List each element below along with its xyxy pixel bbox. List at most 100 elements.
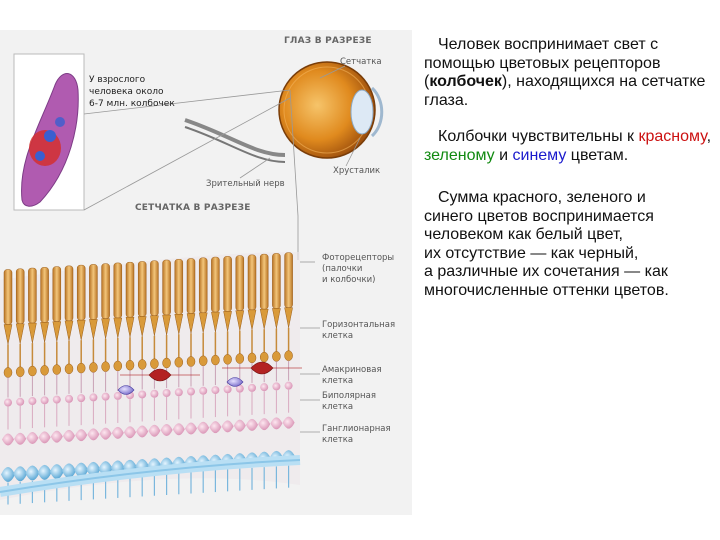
word-blue: синему xyxy=(512,146,567,164)
text-panel: Человек воспринимает свет с помощью цвет… xyxy=(424,36,716,318)
rod-outer-segment xyxy=(113,262,123,319)
bipolar-cell xyxy=(260,383,269,392)
bipolar-body xyxy=(246,418,258,431)
ganglion-cell xyxy=(74,462,89,478)
rod-nucleus xyxy=(40,365,49,376)
rod-taper xyxy=(101,318,110,339)
bipolar-body xyxy=(282,416,295,429)
paragraph-sensitivity: Колбочки чувствительны к красному, зелен… xyxy=(424,128,716,165)
label-horizontal-cell: Горизонтальная клетка xyxy=(322,320,396,341)
bipolar-body xyxy=(99,427,112,440)
label-photoreceptors: Фоторецепторы (палочки и колбочки) xyxy=(322,253,395,285)
bipolar-body xyxy=(197,421,210,434)
bipolar-cell xyxy=(40,396,49,405)
eye-heading: ГЛАЗ В РАЗРЕЗЕ xyxy=(284,36,372,46)
rod-taper xyxy=(3,324,13,345)
inset-note: У взрослого человека около 6-7 млн. колб… xyxy=(89,75,175,109)
bipolar-cell xyxy=(16,397,25,406)
ganglion-cell xyxy=(13,466,28,482)
rod-nucleus xyxy=(198,355,208,367)
p2-text-a: Колбочки чувствительны к xyxy=(438,128,639,145)
ganglion-cell xyxy=(49,464,64,480)
ganglion-cell xyxy=(1,467,15,483)
amacrine-cell xyxy=(226,377,244,387)
bipolar-cell xyxy=(162,389,171,398)
bipolar-body xyxy=(221,420,234,433)
p1-bold-cones: колбочек xyxy=(429,73,502,90)
rod-taper xyxy=(198,312,208,333)
bipolar-body xyxy=(148,424,161,437)
bipolar-body xyxy=(136,425,149,438)
bipolar-cell xyxy=(199,386,208,395)
bipolar-cell xyxy=(52,395,61,404)
rod-taper xyxy=(89,319,98,340)
bipolar-cell xyxy=(174,388,183,397)
rod-taper xyxy=(162,314,171,336)
p3-line-4: их отсутствие — как черный, xyxy=(424,244,639,262)
bipolar-cell xyxy=(4,398,12,407)
bipolar-body xyxy=(26,432,39,445)
leader-lines xyxy=(83,65,361,433)
paragraph-receptors: Человек воспринимает свет с помощью цвет… xyxy=(424,36,716,110)
rod-outer-segment xyxy=(64,265,74,322)
p1-text-b: ), находящихся на сетчатке глаза. xyxy=(424,73,706,109)
rod-outer-segment xyxy=(28,267,37,324)
bipolar-body xyxy=(111,426,124,439)
rod-outer-segment xyxy=(247,254,257,311)
label-lens: Хрусталик xyxy=(333,166,381,176)
p2-and: и xyxy=(494,146,513,164)
rod-taper xyxy=(247,309,257,330)
rod-nucleus xyxy=(137,359,147,370)
bipolar-cell xyxy=(223,385,232,394)
retina-figure: ГЛАЗ В РАЗРЕЗЕ СЕТЧАТКА В РАЗРЕЗЕ У взро… xyxy=(0,30,412,515)
nerve-fiber-line xyxy=(0,459,301,493)
p1-text-a: Человек воспринимает свет с помощью цвет… xyxy=(424,36,661,90)
rod-nucleus xyxy=(125,359,135,371)
label-retina: Сетчатка xyxy=(340,57,382,67)
rod-taper xyxy=(211,311,220,333)
bipolar-body xyxy=(209,421,222,434)
rod-outer-segment xyxy=(89,264,98,320)
rod-outer-segment xyxy=(174,259,184,315)
bipolar-cell xyxy=(89,393,98,402)
rod-nucleus xyxy=(174,357,184,368)
retina-layers xyxy=(0,252,302,505)
rod-taper xyxy=(259,308,269,330)
rod-nucleus xyxy=(15,366,25,378)
label-optic-nerve: Зрительный нерв xyxy=(206,179,285,189)
bipolar-cell xyxy=(284,381,293,390)
bipolar-cell xyxy=(65,394,73,403)
bipolar-cell xyxy=(77,394,86,403)
rod-nucleus xyxy=(101,361,110,372)
bipolar-body xyxy=(172,423,185,436)
rod-nucleus xyxy=(162,357,171,369)
rod-outer-segment xyxy=(101,263,110,319)
eye-cross-section xyxy=(184,61,384,163)
rod-outer-segment xyxy=(52,266,62,322)
rod-nucleus xyxy=(284,350,293,361)
bipolar-cell xyxy=(138,390,147,399)
rod-outer-segment xyxy=(272,253,281,309)
p3-line-6: многочисленные оттенки цветов. xyxy=(424,281,669,299)
word-red: красному xyxy=(638,128,707,145)
rod-taper xyxy=(52,321,62,342)
rod-taper xyxy=(186,313,196,334)
rod-outer-segment xyxy=(198,257,208,314)
rod-nucleus xyxy=(150,358,159,369)
cone-cell-inset xyxy=(13,53,85,211)
rod-nucleus xyxy=(3,367,13,378)
rod-nucleus xyxy=(52,364,62,375)
rod-nucleus xyxy=(113,360,123,372)
rod-taper xyxy=(15,323,25,344)
rod-outer-segment xyxy=(223,256,232,312)
rod-nucleus xyxy=(259,351,269,363)
label-ganglion-cell: Ганглионарная клетка xyxy=(322,424,391,445)
rod-outer-segment xyxy=(137,261,147,317)
bipolar-cell xyxy=(150,389,159,398)
bipolar-cell xyxy=(248,383,256,392)
bipolar-cell xyxy=(187,387,195,396)
rod-nucleus xyxy=(76,362,86,374)
rod-taper xyxy=(76,319,86,341)
rod-taper xyxy=(272,308,281,329)
